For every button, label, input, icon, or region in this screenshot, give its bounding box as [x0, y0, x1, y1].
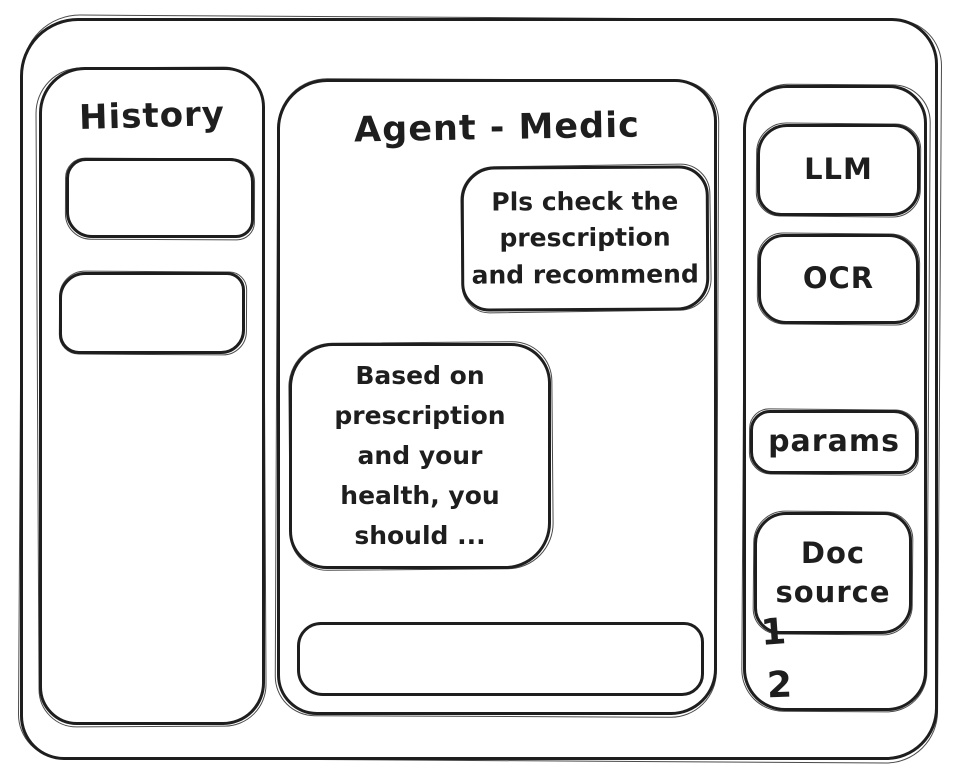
- app-window: History Agent - Medic Pls check the pres…: [20, 18, 938, 760]
- user-message-bubble: Pls check the prescription and recommend: [460, 165, 710, 312]
- tool-label: params: [768, 423, 900, 459]
- tool-button-doc-source[interactable]: Doc source: [754, 512, 912, 634]
- step-marker-2: 2: [766, 664, 793, 707]
- history-title: History: [78, 93, 226, 139]
- assistant-message-bubble: Based on prescription and your health, y…: [289, 343, 551, 569]
- tool-button-params[interactable]: params: [750, 410, 918, 474]
- chat-panel: Agent - Medic Pls check the prescription…: [277, 79, 717, 715]
- history-sidebar: History: [39, 67, 265, 725]
- history-item[interactable]: [59, 272, 245, 354]
- tool-label: Doc source: [775, 535, 891, 609]
- tool-label: OCR: [802, 261, 875, 296]
- tool-label: LLM: [804, 152, 873, 187]
- tool-button-ocr[interactable]: OCR: [758, 234, 919, 324]
- history-item[interactable]: [66, 158, 254, 238]
- chat-input[interactable]: [297, 622, 704, 696]
- chat-title: Agent - Medic: [353, 105, 641, 151]
- tool-button-llm[interactable]: LLM: [757, 124, 920, 216]
- tools-sidebar: LLM OCR params Doc source 1 2: [743, 85, 927, 711]
- step-marker-1: 1: [759, 611, 788, 654]
